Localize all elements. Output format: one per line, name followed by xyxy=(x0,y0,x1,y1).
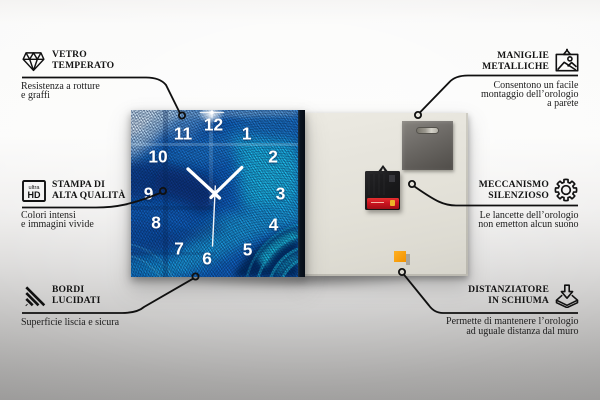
svg-text:ultra: ultra xyxy=(29,185,41,191)
svg-text:HD: HD xyxy=(28,190,41,200)
